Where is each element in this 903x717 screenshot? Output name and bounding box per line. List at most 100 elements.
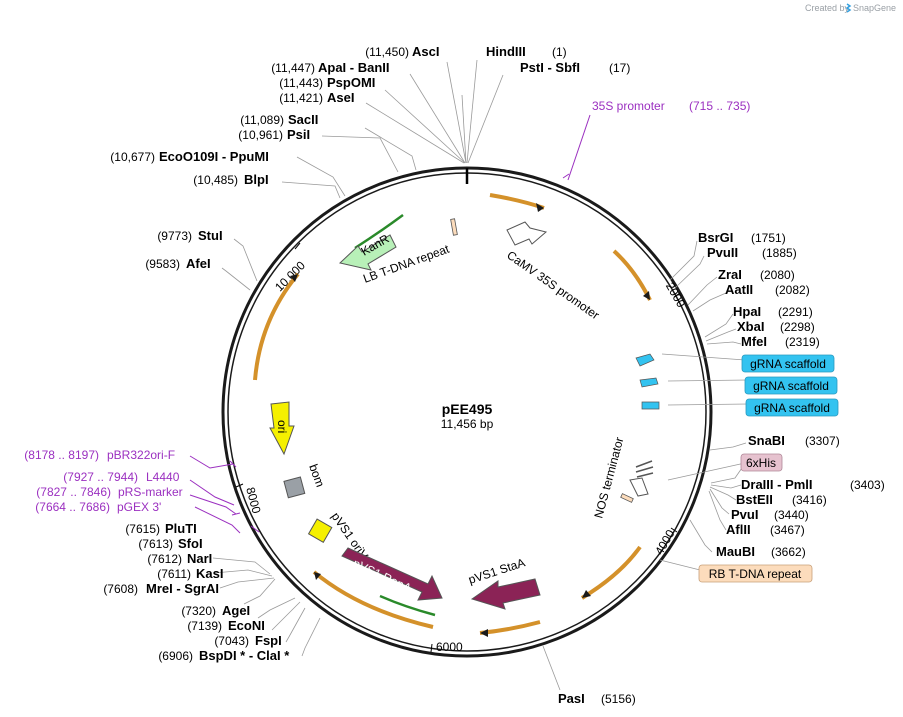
grna-scaffold-label: gRNA scaffold [750, 357, 826, 371]
grna-scaffold-box-2: gRNA scaffold [744, 376, 838, 395]
site-pos: (5156) [601, 692, 636, 706]
site-leaders-top [221, 59, 504, 291]
site-pos: (7608) [103, 582, 138, 596]
primer-pbr322-range: (8178 .. 8197) [24, 448, 99, 462]
site-pos: (9773) [157, 229, 192, 243]
site-pos: (11,421) [279, 91, 323, 105]
site-pos: (3467) [770, 523, 805, 537]
site-pos: (6906) [158, 649, 193, 663]
site-pos: (2291) [778, 305, 813, 319]
primer-labels: 35S promoter (715 .. 735) (8178 .. 8197)… [24, 99, 750, 514]
ori-label: ori [275, 420, 289, 433]
site-name: HpaI [733, 304, 761, 319]
tick-label: 6000 [436, 640, 463, 654]
grna-scaffold-label: gRNA scaffold [754, 401, 830, 415]
grna-arrow-1 [635, 353, 655, 367]
pvs1-repa-feature: pVS1 RepA [341, 547, 443, 617]
primer-35s-range: (715 .. 735) [689, 99, 750, 113]
site-pos: (11,447) [271, 61, 315, 75]
site-labels-left: (11,450) AscI HindIII (1) (11,447) ApaI … [103, 44, 630, 663]
site-name: BspDI * - ClaI * [199, 648, 290, 663]
pvs1-staa-feature: pVS1 StaA [467, 555, 541, 610]
site-name: EcoNI [228, 618, 265, 633]
site-pos: (9583) [145, 257, 180, 271]
site-pos: (7139) [187, 619, 222, 633]
watermark-brand: SnapGene [853, 3, 896, 13]
site-pos: (10,677) [110, 150, 155, 164]
plasmid-name: pEE495 [442, 401, 493, 417]
site-name: AgeI [222, 603, 250, 618]
site-pos: (7611) [157, 567, 191, 581]
site-leaders-bottom-left [212, 557, 321, 657]
orf-arc-6 [253, 272, 300, 381]
bom-label: bom [306, 462, 327, 489]
site-name: PvuII [707, 245, 738, 260]
site-pos: (7615) [125, 522, 160, 536]
site-pos: (11,450) [365, 45, 409, 59]
site-name: ApaI - BanII [318, 60, 390, 75]
site-name: PvuI [731, 507, 758, 522]
orf-arc-2 [612, 249, 652, 301]
site-name: BstEII [736, 492, 773, 507]
grna-scaffold-box-1: gRNA scaffold [741, 354, 835, 373]
snapgene-logo-icon [845, 3, 852, 13]
site-name: PsiI [287, 127, 310, 142]
camv-35s-promoter-feature: CaMV 35S promoter [504, 221, 602, 322]
site-pos: (1751) [751, 231, 786, 245]
site-name: MauBI [716, 544, 755, 559]
site-name: DraIII - PmlI [741, 477, 813, 492]
site-leaders-right [542, 240, 749, 691]
site-pos: (1) [552, 45, 567, 59]
site-pos: (7612) [147, 552, 182, 566]
site-pos: (11,443) [279, 76, 323, 90]
site-name: ZraI [718, 267, 742, 282]
grna-arrow-2 [639, 377, 659, 388]
site-name: XbaI [737, 319, 764, 334]
site-name: FspI [255, 633, 282, 648]
site-pos: (17) [609, 61, 630, 75]
site-name: AseI [327, 90, 354, 105]
primer-pgex-range: (7664 .. 7686) [35, 500, 110, 514]
primer-pgex-name: pGEX 3' [117, 500, 161, 514]
primer-l4440-range: (7927 .. 7944) [63, 470, 138, 484]
primer-leaders [189, 114, 591, 534]
orf-arc-5 [312, 570, 434, 629]
camv-35s-promoter-label: CaMV 35S promoter [504, 248, 602, 322]
site-pos: (10,485) [193, 173, 238, 187]
plasmid-size: 11,456 bp [441, 417, 494, 431]
site-name: PstI - SbfI [520, 60, 580, 75]
his-tag-box: 6xHis [740, 453, 783, 472]
site-name: EcoO109I - PpuMI [159, 149, 269, 164]
tick-8000: 8000 [235, 483, 264, 516]
grna-scaffold-label: gRNA scaffold [753, 379, 829, 393]
site-pos: (3403) [850, 478, 885, 492]
kanr-feature: KanR [338, 213, 404, 271]
grna-arrow-3 [641, 401, 660, 410]
grna-scaffold-arrows [635, 353, 660, 410]
site-name: StuI [198, 228, 223, 243]
tick-label: 2000 [663, 280, 689, 310]
rb-t-dna-repeat-box: RB T-DNA repeat [698, 564, 813, 583]
tick-label: 10,000 [272, 258, 308, 294]
site-pos: (2080) [760, 268, 795, 282]
tick-label: 8000 [243, 486, 264, 516]
ori-feature: ori [269, 401, 295, 456]
site-name: PasI [558, 691, 585, 706]
grna-scaffold-box-3: gRNA scaffold [745, 398, 839, 417]
his-tag-label: 6xHis [746, 456, 776, 470]
site-name: PspOMI [327, 75, 375, 90]
site-pos: (3440) [774, 508, 809, 522]
site-name: AflII [726, 522, 751, 537]
site-pos: (2082) [775, 283, 810, 297]
nos-terminator-feature: NOS terminator [591, 436, 654, 520]
site-name: SacII [288, 112, 318, 127]
tick-6000: 6000 [430, 640, 463, 654]
site-pos: (11,089) [240, 113, 284, 127]
site-name: AfeI [186, 256, 211, 271]
orf-arc-4 [479, 620, 541, 635]
site-name: AscI [412, 44, 439, 59]
bom-feature: bom [283, 462, 327, 499]
site-pos: (3662) [771, 545, 806, 559]
primer-prs-name: pRS-marker [118, 485, 183, 499]
site-name: KasI [196, 566, 223, 581]
